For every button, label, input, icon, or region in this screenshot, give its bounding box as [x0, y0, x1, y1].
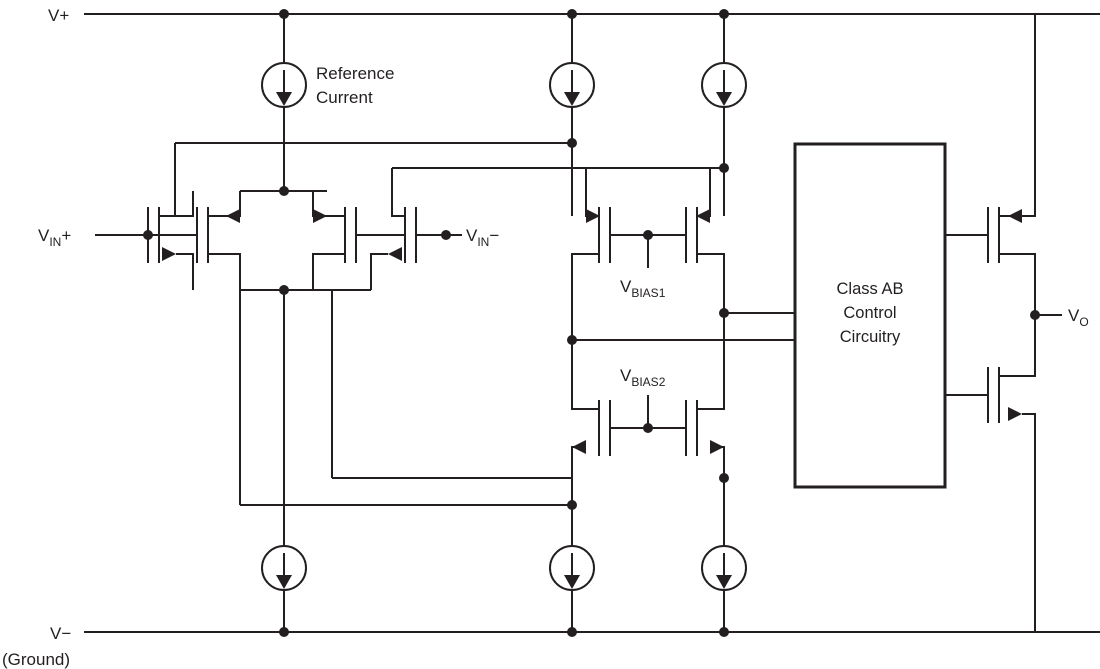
vbias1-sub: BIAS1: [631, 286, 665, 300]
transistor-m-cascode-p-right: [648, 168, 725, 313]
label-reference-current-line1: Reference: [316, 64, 394, 83]
label-v-plus: V+: [48, 6, 69, 25]
transistor-m-input-minus: [312, 191, 405, 290]
current-sink-bottom-left: [261, 290, 307, 632]
vin-plus-sign: +: [61, 226, 71, 245]
class-ab-input-wires: [572, 312, 795, 341]
transistor-m-input-plus: [148, 191, 241, 290]
vbias1-base: V: [620, 277, 632, 296]
vbias2-sub: BIAS2: [631, 375, 665, 389]
junction-dots: [143, 9, 1040, 637]
svg-text:VIN−: VIN−: [466, 226, 499, 249]
transistor-m-cascode-n-left: [571, 340, 648, 505]
label-vin-minus: VIN−: [466, 226, 499, 249]
class-ab-control-block: [793, 142, 947, 489]
vin-minus-base: V: [466, 226, 478, 245]
current-sink-bottom-mid: [549, 478, 595, 632]
svg-text:VIN+: VIN+: [38, 226, 71, 249]
label-vbias1: VBIAS1: [620, 277, 666, 300]
svg-text:VO: VO: [1068, 306, 1089, 329]
input-stage-wiring: [95, 142, 724, 506]
label-reference-current-line2: Current: [316, 88, 373, 107]
vout-base: V: [1068, 306, 1080, 325]
label-v-minus: V−: [50, 624, 71, 643]
label-vbias2: VBIAS2: [620, 366, 666, 389]
svg-text:VBIAS1: VBIAS1: [620, 277, 666, 300]
transistor-m-cascode-n-right: [648, 313, 725, 478]
vin-minus-sub: IN: [477, 235, 489, 249]
svg-text:VBIAS2: VBIAS2: [620, 366, 666, 389]
vin-minus-sign: −: [489, 226, 499, 245]
label-vout: VO: [1068, 306, 1089, 329]
vout-sub: O: [1079, 315, 1088, 329]
label-vin-plus: VIN+: [38, 226, 71, 249]
transistor-m-mirror-left: [118, 191, 194, 290]
vbias2-base: V: [620, 366, 632, 385]
transistor-m-output-pmos: [945, 14, 1036, 315]
block-label-line3: Circuitry: [840, 328, 901, 346]
vin-plus-base: V: [38, 226, 50, 245]
label-ground: (Ground): [2, 650, 70, 669]
transistor-m-output-nmos: [945, 315, 1036, 632]
current-source-top-right: [701, 14, 747, 216]
reference-current-source: [261, 14, 307, 191]
current-source-top-mid: [549, 14, 595, 216]
transistor-m-mirror-right: [370, 168, 446, 290]
block-label-line2: Control: [843, 304, 896, 322]
vin-plus-sub: IN: [49, 235, 61, 249]
transistor-m-cascode-p-left: [571, 168, 648, 340]
block-label-line1: Class AB: [837, 280, 904, 298]
